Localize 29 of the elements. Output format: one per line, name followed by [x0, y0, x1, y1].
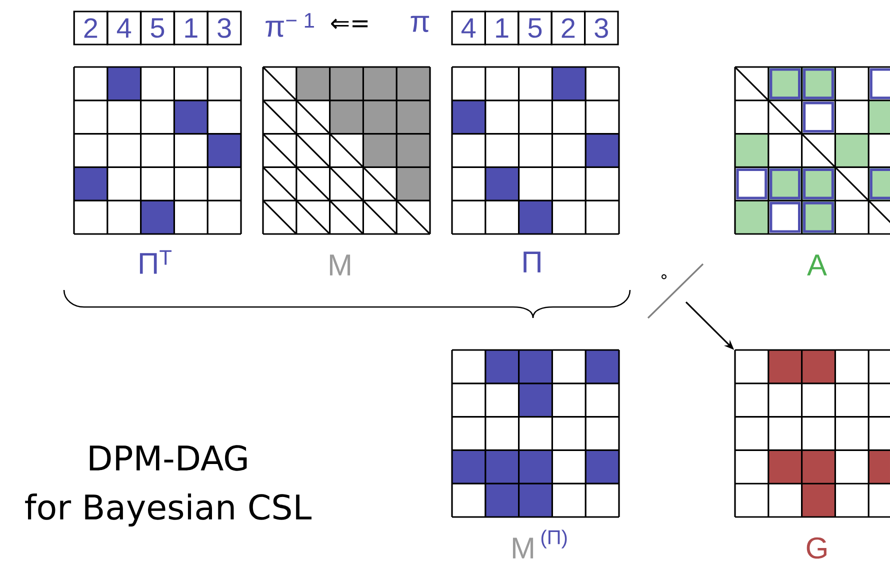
node-label: M	[512, 538, 534, 558]
matrix-drawing: M	[262, 66, 431, 276]
node-label: (Π)	[541, 530, 567, 548]
matrix-drawing: G	[734, 349, 890, 559]
vector-cell: 3	[584, 10, 619, 46]
node-label: Π	[524, 252, 540, 272]
node-label: A	[807, 254, 827, 276]
vector-cell: 2	[550, 10, 586, 46]
title-text: DPM-DAG	[90, 445, 247, 471]
node-label: G	[806, 537, 826, 559]
vector-cell: 2	[73, 10, 108, 46]
operator-symbol: ∘	[662, 274, 666, 280]
node-label: Π$^{T}$	[140, 250, 172, 274]
matrix-drawing: Π	[451, 66, 620, 272]
matrix-drawing: M (Π)	[451, 349, 620, 558]
math-symbol: π	[410, 16, 430, 32]
matrix-drawing: Π$^{T}$	[73, 66, 242, 274]
vector-cell: 5	[140, 10, 175, 46]
node-label: M	[330, 254, 350, 276]
vector-cell: 3	[206, 10, 242, 46]
math-symbol: π$^{− 1}$	[266, 13, 314, 37]
vector-cell: 5	[518, 10, 552, 46]
matrix-drawing: A	[734, 66, 890, 276]
implication-symbol: ⇐=	[331, 18, 368, 29]
vector-cell: 1	[174, 10, 208, 46]
vector-cell: 1	[484, 10, 520, 46]
vector-cell: 4	[106, 10, 142, 46]
title-text: for Bayesian CSL	[25, 494, 312, 526]
vector-cell: 4	[451, 10, 486, 46]
